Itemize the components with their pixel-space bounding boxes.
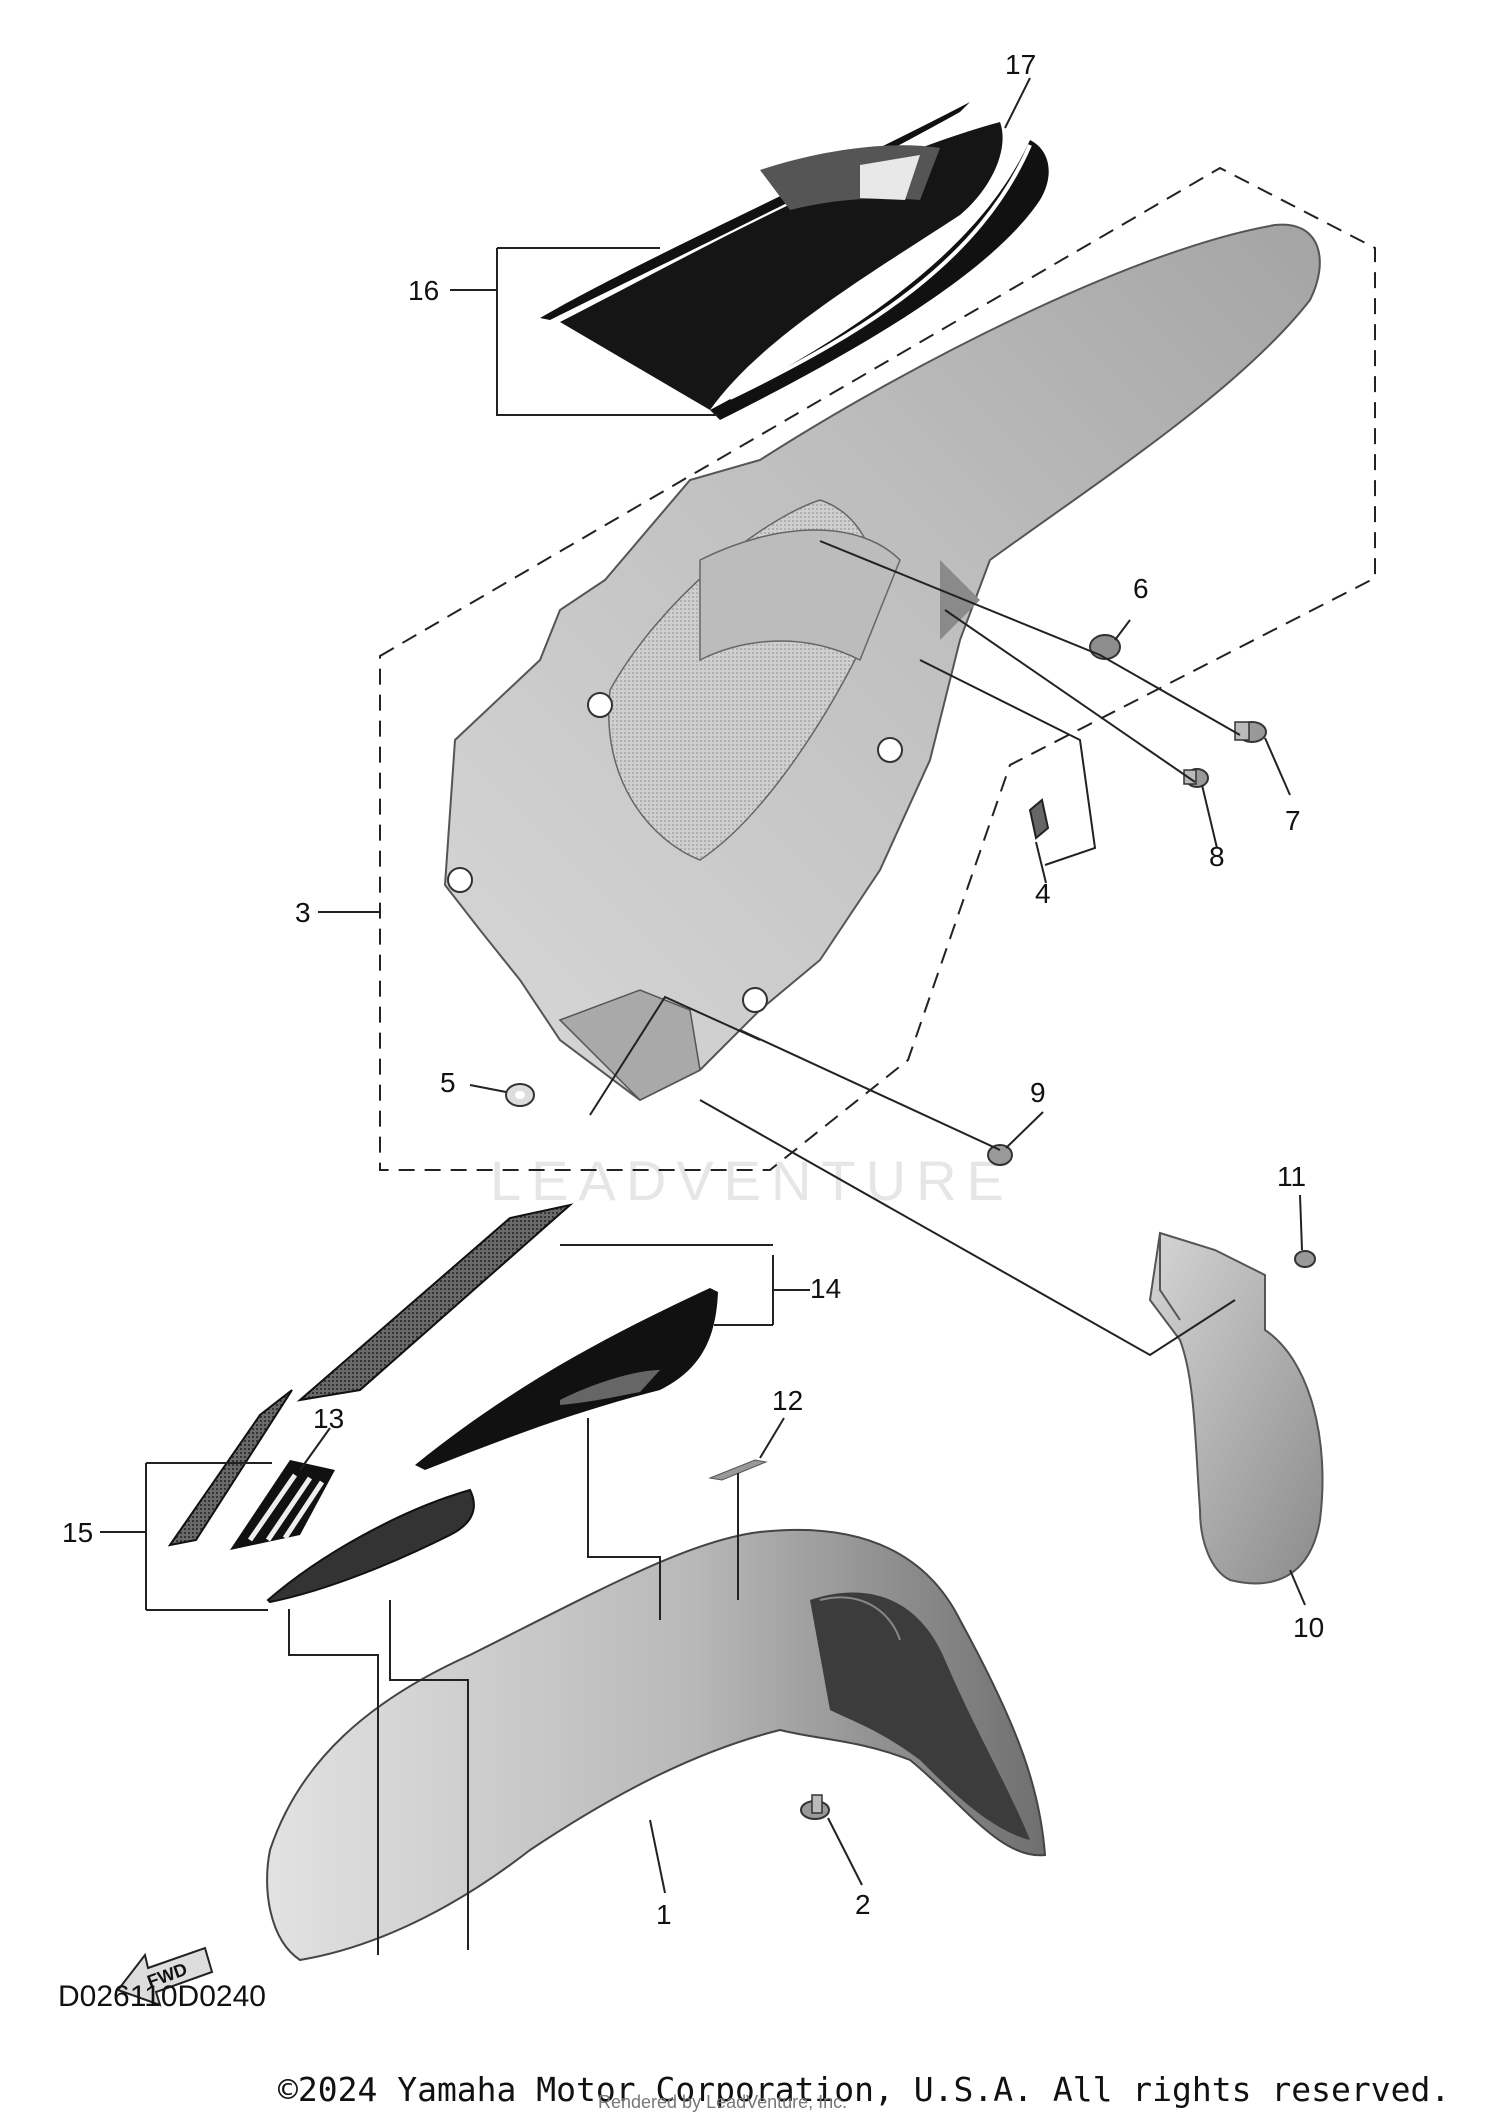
assembly-boundary-3 xyxy=(379,166,1376,1171)
bolt-part-9 xyxy=(987,1144,1013,1166)
callout-8: 8 xyxy=(1209,841,1225,872)
mud-guard-part-10 xyxy=(1148,1231,1324,1585)
screw-part-2 xyxy=(800,1794,830,1820)
callout-labels: 1 2 3 4 5 6 7 8 9 10 11 12 13 14 15 16 1… xyxy=(62,49,1324,1930)
callout-12: 12 xyxy=(772,1385,803,1416)
callout-2: 2 xyxy=(855,1889,871,1920)
copyright-text: ©2024 Yamaha Motor Corporation, U.S.A. A… xyxy=(278,2070,1451,2109)
washer-part-5 xyxy=(505,1083,535,1107)
front-fender-part-1 xyxy=(266,1528,1047,1962)
leader-lines xyxy=(100,77,1306,1955)
callout-10: 10 xyxy=(1293,1612,1324,1643)
bolt-part-7 xyxy=(1234,721,1267,743)
callout-15: 15 xyxy=(62,1517,93,1548)
diagram-code: D026110D0240 xyxy=(58,1980,266,2013)
callout-1: 1 xyxy=(656,1899,672,1930)
label-part-12 xyxy=(708,1459,768,1481)
callout-3: 3 xyxy=(295,897,311,928)
watermark-text: LEADVENTURE xyxy=(490,1149,1014,1212)
callout-11: 11 xyxy=(1277,1161,1306,1192)
rear-fender-decal-graphic xyxy=(540,102,1049,420)
screw-part-11 xyxy=(1294,1250,1316,1268)
callout-9: 9 xyxy=(1030,1077,1046,1108)
callout-17: 17 xyxy=(1005,49,1036,80)
callout-13: 13 xyxy=(313,1403,344,1434)
rear-fender-graphic xyxy=(443,223,1321,1102)
callout-16: 16 xyxy=(408,275,439,306)
callout-7: 7 xyxy=(1285,805,1301,836)
decal-part-14 xyxy=(296,1203,718,1470)
callout-4: 4 xyxy=(1035,878,1051,909)
decal-part-15 xyxy=(167,1389,475,1604)
clip-part-4 xyxy=(1028,798,1050,840)
callout-14: 14 xyxy=(810,1273,841,1304)
monster-logo-decal-part-13 xyxy=(230,1460,335,1550)
callout-5: 5 xyxy=(440,1067,456,1098)
rendered-by-text: Rendered by LeadVenture, Inc. xyxy=(598,2092,848,2112)
callout-6: 6 xyxy=(1133,573,1149,604)
